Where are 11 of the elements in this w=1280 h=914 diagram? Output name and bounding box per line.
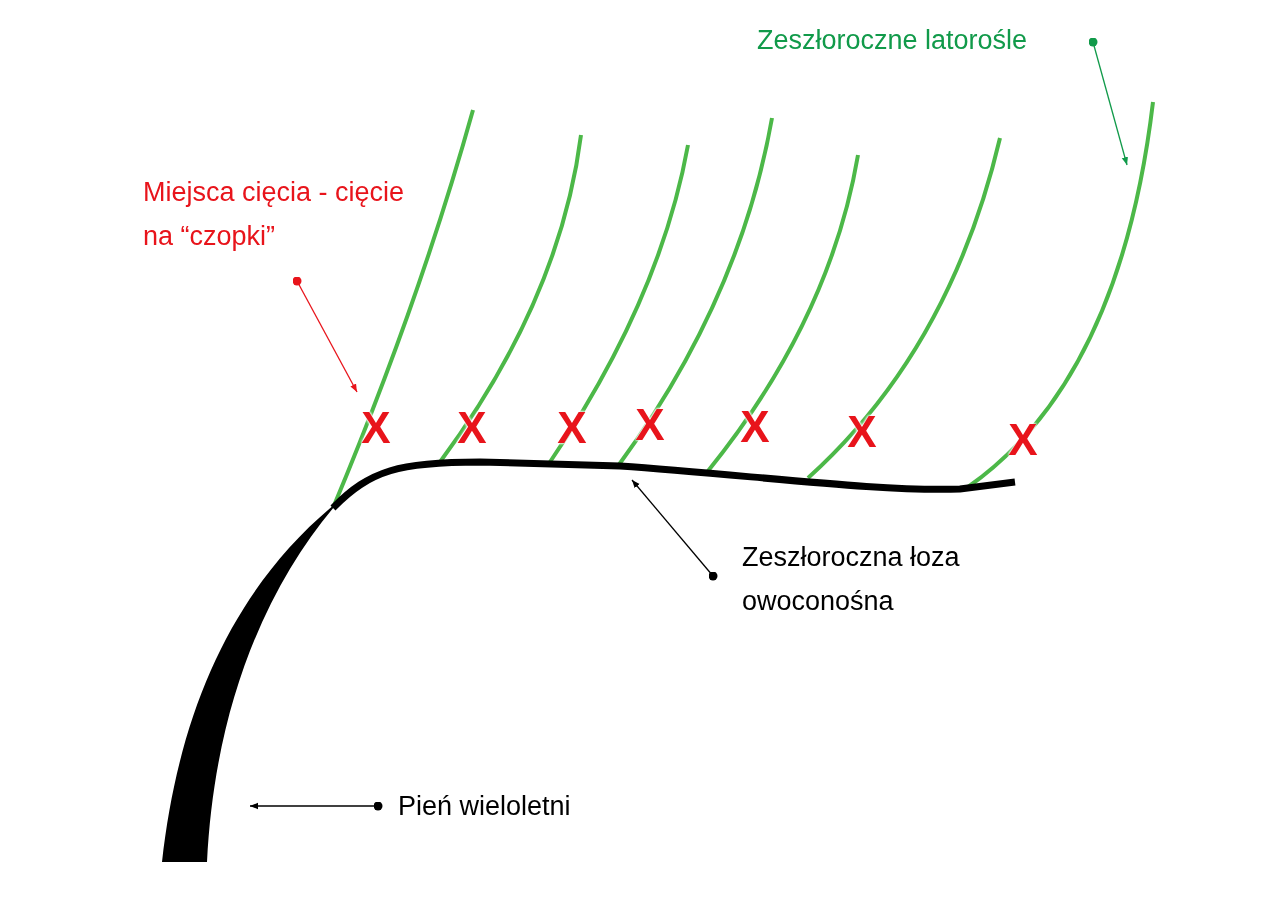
callout-label: Zeszłoroczne latorośle [757,18,1097,62]
callout-label: Miejsca cięcia - cięcie na “czopki” [143,170,423,258]
leader-line [249,801,383,811]
fruiting-cane [330,458,1016,511]
cut-mark: X [847,410,877,454]
callout-label: Pień wieloletni [398,784,638,828]
leader-line [292,276,358,393]
callout-label: Zeszłoroczna łoza owoconośna [742,535,1022,623]
leader-line [631,479,718,581]
leader-line [1088,37,1128,166]
cut-mark: X [740,405,770,449]
